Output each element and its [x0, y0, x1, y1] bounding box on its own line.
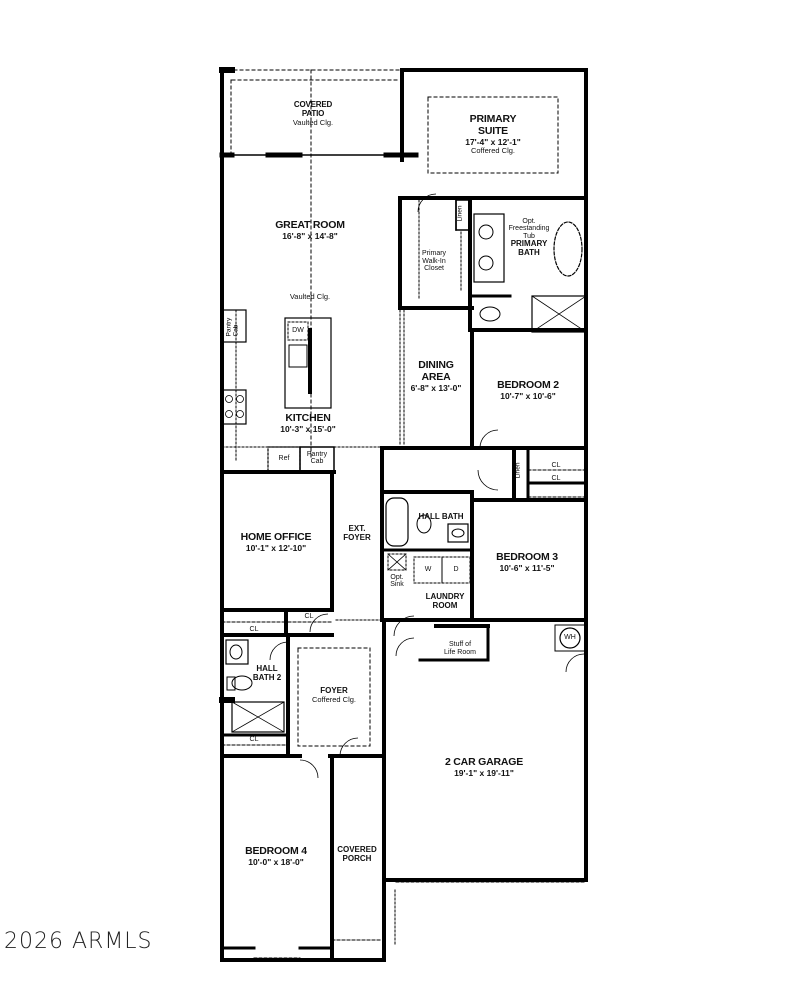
room-name: PRIMARY SUITE — [469, 113, 517, 137]
room-note: Coffered Clg. — [470, 146, 516, 156]
opt-sink-label: Opt. Sink — [390, 574, 404, 589]
room-dims: 16'-8" x 14'-8" — [282, 230, 338, 241]
dishwasher-label: DW — [292, 327, 304, 334]
great-room-ceiling-note: Vaulted Clg. — [289, 292, 331, 301]
room-foyer: FOYER Coffered Clg. — [311, 686, 357, 704]
room-name: GREAT ROOM — [275, 219, 345, 231]
water-heater-label: WH — [564, 634, 576, 641]
room-note: Vaulted Clg. — [289, 292, 331, 301]
linen-label-2: Linen — [514, 462, 522, 479]
room-dims: 10'-6" x 11'-5" — [499, 562, 555, 573]
room-dims: 10'-0" x 18'-0" — [248, 856, 304, 867]
room-dims: 10'-3" x 15'-0" — [280, 423, 336, 434]
closet-label-5: CL — [249, 736, 259, 743]
room-dims: 19'-1" x 19'-11" — [454, 767, 514, 778]
room-name: LAUNDRY ROOM — [425, 592, 465, 610]
room-great-room: GREAT ROOM 16'-8" x 14'-8" — [275, 219, 345, 241]
room-kitchen: KITCHEN 10'-3" x 15'-0" — [280, 412, 336, 434]
room-dims: 10'-7" x 10'-6" — [500, 390, 556, 401]
room-garage: 2 CAR GARAGE 19'-1" x 19'-11" — [444, 756, 524, 778]
closet-label-1: CL — [551, 462, 561, 469]
room-note: Opt. Freestanding Tub — [508, 218, 550, 240]
dryer-label: D — [453, 566, 459, 573]
room-note: Vaulted Clg. — [292, 117, 334, 127]
room-name: BEDROOM 4 — [245, 845, 307, 857]
room-name: EXT. FOYER — [343, 524, 371, 542]
room-home-office: HOME OFFICE 10'-1" x 12'-10" — [240, 531, 312, 553]
refrigerator-label: Ref — [278, 455, 290, 462]
room-covered-patio: COVERED PATIO Vaulted Clg. — [292, 100, 334, 127]
watermark: 2026 ARMLS — [4, 929, 153, 954]
pantry-cab-label: Pantry Cab — [225, 317, 240, 337]
room-note: Coffered Clg. — [311, 694, 357, 704]
room-dining-area: DINING AREA 6'-8" x 13'-0" — [410, 359, 462, 393]
closet-label-2: CL — [551, 475, 561, 482]
room-bedroom-4: BEDROOM 4 10'-0" x 18'-0" — [245, 845, 307, 867]
room-name: Primary Walk-In Closet — [421, 250, 447, 273]
room-stuff-of-life: Stuff of Life Room — [444, 634, 476, 663]
room-ext-foyer: EXT. FOYER — [343, 524, 371, 543]
room-name: COVERED PORCH — [337, 845, 377, 863]
room-laundry-room: LAUNDRY ROOM — [425, 592, 465, 611]
exterior-walls — [220, 68, 588, 962]
room-name: HALL BATH — [418, 512, 464, 521]
room-name: HALL BATH 2 — [252, 664, 282, 682]
room-name: COVERED PATIO — [293, 100, 333, 118]
room-name: KITCHEN — [285, 412, 331, 424]
closet-label-4: CL — [249, 626, 259, 633]
room-name: BEDROOM 3 — [496, 551, 558, 563]
closet-label-3: CL — [304, 613, 314, 620]
room-bedroom-3: BEDROOM 3 10'-6" x 11'-5" — [496, 551, 558, 573]
room-hall-bath: HALL BATH — [418, 512, 464, 522]
room-name: DINING AREA — [418, 359, 454, 383]
room-primary-bath: Opt. Freestanding Tub PRIMARY BATH — [509, 218, 550, 258]
room-bedroom-2: BEDROOM 2 10'-7" x 10'-6" — [497, 379, 559, 401]
room-dims: 6'-8" x 13'-0" — [410, 382, 462, 393]
room-dims: 17'-4" x 12'-1" — [465, 136, 521, 147]
room-primary-walk-in-closet: Primary Walk-In Closet — [422, 243, 446, 280]
room-name: PRIMARY BATH — [510, 239, 548, 257]
room-name: Stuff of Life Room — [444, 641, 476, 656]
washer-label: W — [424, 566, 432, 573]
room-name: BEDROOM 2 — [497, 379, 559, 391]
room-dims: 10'-1" x 12'-10" — [245, 542, 307, 553]
room-covered-porch: COVERED PORCH — [337, 845, 377, 864]
room-name: FOYER — [320, 686, 348, 695]
pantry-cab-label-2: Pantry Cab — [306, 451, 328, 466]
linen-label: Linen — [456, 205, 464, 222]
room-primary-suite: PRIMARY SUITE 17'-4" x 12'-1" Coffered C… — [465, 113, 521, 156]
room-name: HOME OFFICE — [240, 531, 312, 543]
room-name: 2 CAR GARAGE — [444, 756, 524, 768]
room-hall-bath-2: HALL BATH 2 — [252, 664, 282, 683]
